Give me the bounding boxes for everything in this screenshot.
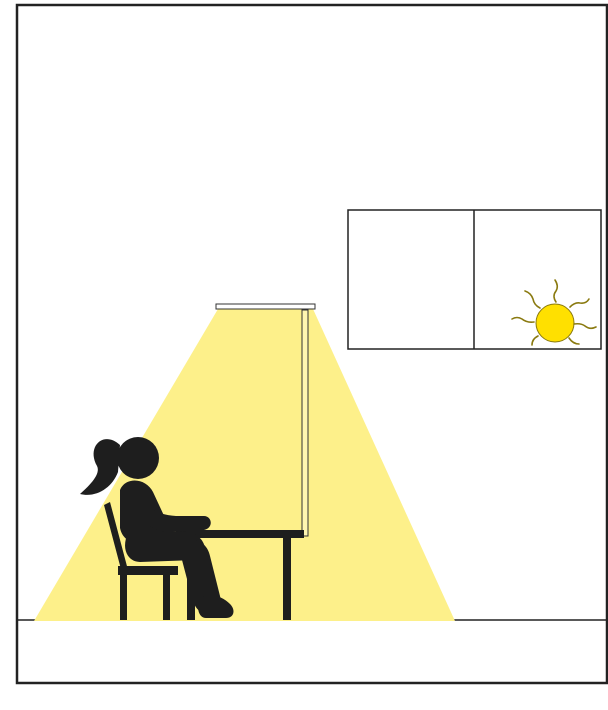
partition-panel	[302, 310, 308, 536]
ceiling-lamp-icon	[216, 304, 315, 309]
